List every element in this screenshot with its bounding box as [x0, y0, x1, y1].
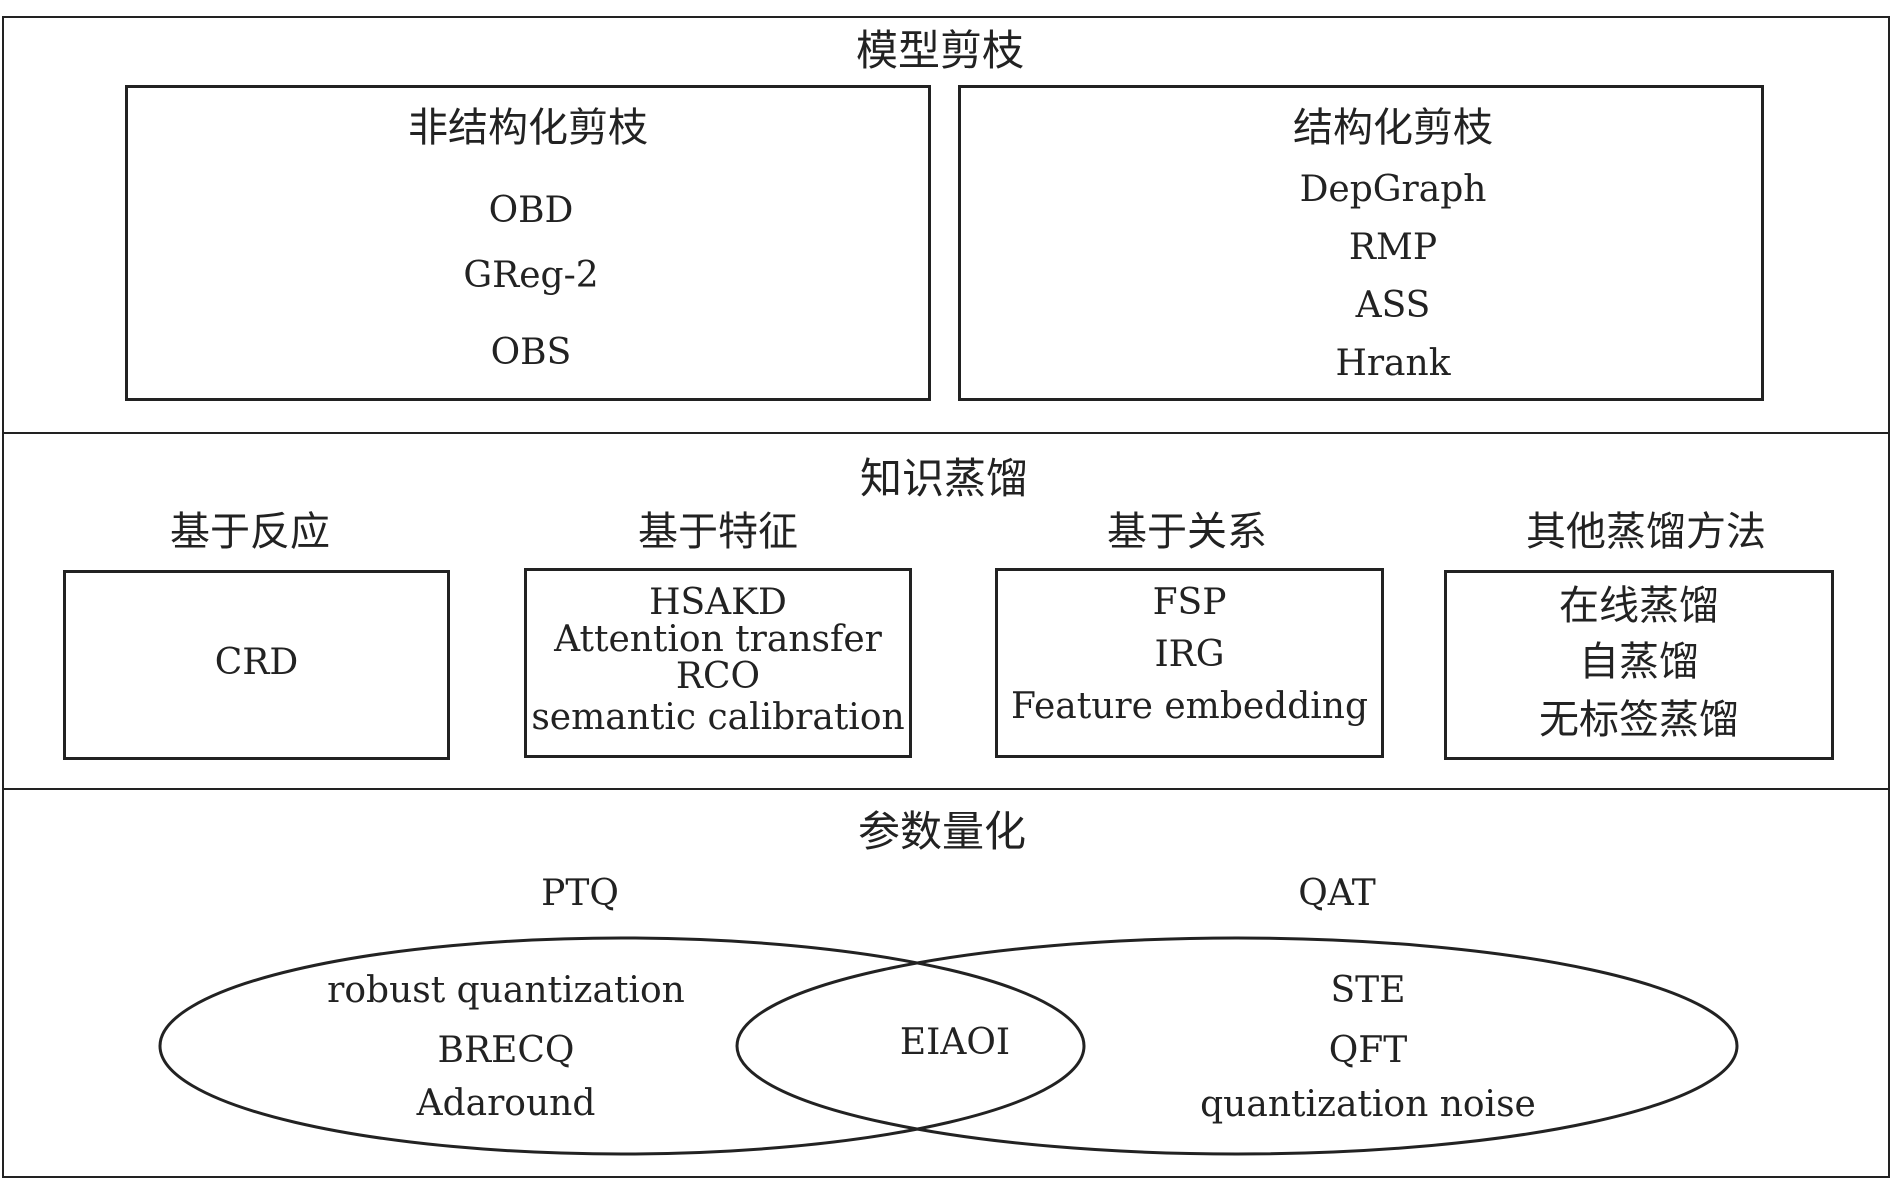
other-item-label-free-distillation: 无标签蒸馏 [1539, 697, 1739, 743]
ptq-item-robust-quantization: robust quantization [327, 970, 685, 1011]
response-based-title: 基于反应 [170, 509, 330, 555]
unstructured-item-greg2: GReg-2 [463, 255, 599, 296]
unstructured-item-obd: OBD [488, 190, 574, 231]
qat-item-qft: QFT [1328, 1030, 1408, 1071]
other-item-online-distillation: 在线蒸馏 [1559, 583, 1719, 629]
relation-item-irg: IRG [1154, 634, 1225, 675]
ptq-title: PTQ [541, 873, 619, 914]
structured-item-hrank: Hrank [1335, 343, 1451, 384]
pruning-title: 模型剪枝 [855, 26, 1024, 75]
qat-item-quantization-noise: quantization noise [1200, 1084, 1536, 1125]
unstructured-item-obs: OBS [490, 332, 572, 373]
relation-item-fsp: FSP [1152, 582, 1227, 623]
relation-based-box [995, 568, 1384, 758]
feature-item-attention-transfer: Attention transfer [554, 619, 882, 660]
relation-item-feature-embedding: Feature embedding [1010, 686, 1368, 727]
other-methods-box [1444, 570, 1834, 760]
ptq-item-brecq: BRECQ [437, 1030, 575, 1071]
feature-based-box [524, 568, 912, 758]
structured-item-depgraph: DepGraph [1299, 169, 1487, 210]
quantization-title: 参数量化 [857, 807, 1026, 856]
ptq-ellipse [158, 936, 1086, 1156]
feature-item-semantic-calibration: semantic calibration [531, 697, 905, 738]
relation-based-title: 基于关系 [1107, 509, 1267, 555]
qat-title: QAT [1298, 873, 1376, 914]
structured-pruning-title: 结构化剪枝 [1293, 105, 1493, 151]
unstructured-pruning-box [125, 85, 931, 401]
structured-item-rmp: RMP [1348, 227, 1438, 268]
qat-ellipse [735, 936, 1739, 1156]
ptq-item-adaround: Adaround [416, 1083, 596, 1124]
overlap-item-eiaoi: EIAOI [899, 1022, 1011, 1063]
other-methods-title: 其他蒸馏方法 [1526, 509, 1766, 555]
feature-item-hsakd: HSAKD [649, 582, 787, 623]
other-item-self-distillation: 自蒸馏 [1579, 639, 1699, 685]
qat-item-ste: STE [1330, 970, 1406, 1011]
feature-item-rco: RCO [675, 656, 761, 697]
quantization-section [2, 788, 1890, 1178]
distillation-title: 知识蒸馏 [859, 454, 1028, 503]
feature-based-title: 基于特征 [638, 509, 798, 555]
structured-pruning-box [958, 85, 1764, 401]
response-based-box [63, 570, 450, 760]
unstructured-pruning-title: 非结构化剪枝 [408, 105, 648, 151]
response-item-crd: CRD [214, 642, 299, 683]
structured-item-ass: ASS [1355, 285, 1431, 326]
